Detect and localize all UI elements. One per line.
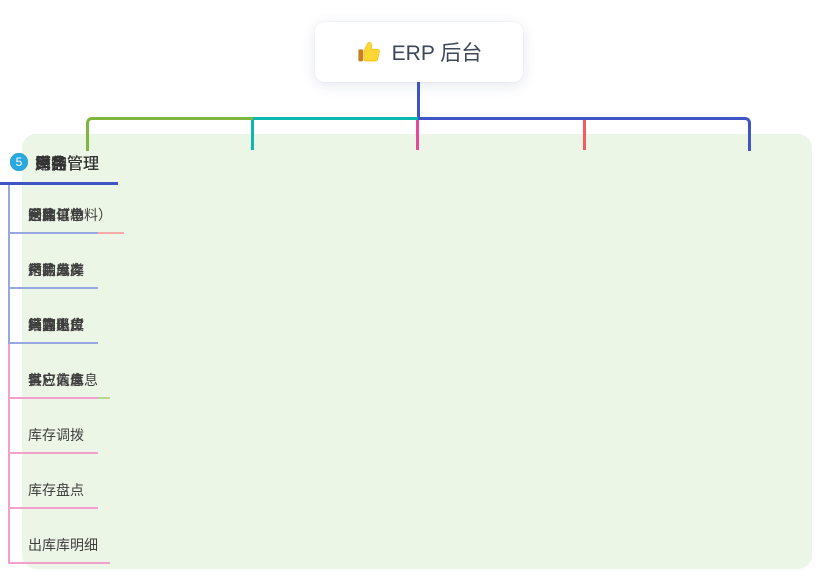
drop-line-sales	[251, 120, 254, 150]
root-node-label: ERP 后台	[391, 42, 483, 65]
branch-title-label: 产品管理	[35, 156, 100, 173]
badge-5: 5	[10, 153, 28, 171]
thumbs-up-icon	[356, 39, 382, 65]
branch-title-label: 销售管理	[35, 156, 100, 173]
branch-finance-title[interactable]: 5 财务管理	[0, 150, 118, 185]
branch-title-label: 库存管理	[35, 156, 100, 173]
bus-line-left	[86, 117, 253, 151]
node-outbound-detail[interactable]: 出库库明细	[10, 509, 110, 564]
branch-title-label: 采购管理	[35, 156, 100, 173]
branch-title-label: 财务管理	[35, 156, 100, 173]
root-stem-line	[417, 82, 420, 118]
bus-line-right	[418, 117, 751, 151]
node-other-inbound[interactable]: 其它入库	[10, 344, 98, 399]
branch-inventory-children: 仓库信息 产品库存 其它出库 其它入库 库存调拨 库存盘点 出库库明细	[8, 185, 118, 564]
branch-finance: 5 财务管理 回款单 付款单 结算账户	[0, 150, 118, 344]
root-node-erp[interactable]: ERP 后台	[315, 22, 523, 82]
node-payment-bill[interactable]: 付款单	[10, 234, 98, 289]
branches-panel	[22, 134, 812, 569]
node-stock-count[interactable]: 库存盘点	[10, 454, 98, 509]
branch-inventory: 3 库存管理 仓库信息 产品库存 其它出库 其它入库 库存调拨 库存盘点 出库库…	[0, 150, 118, 564]
node-receipt-bill[interactable]: 回款单	[10, 185, 98, 234]
node-stock-transfer[interactable]: 库存调拨	[10, 399, 98, 454]
drop-line-product	[583, 120, 586, 150]
branch-finance-children: 回款单 付款单 结算账户	[8, 185, 118, 344]
drop-line-inventory	[416, 120, 419, 150]
node-settlement-account[interactable]: 结算账户	[10, 289, 98, 344]
bus-line-mid	[253, 117, 418, 120]
